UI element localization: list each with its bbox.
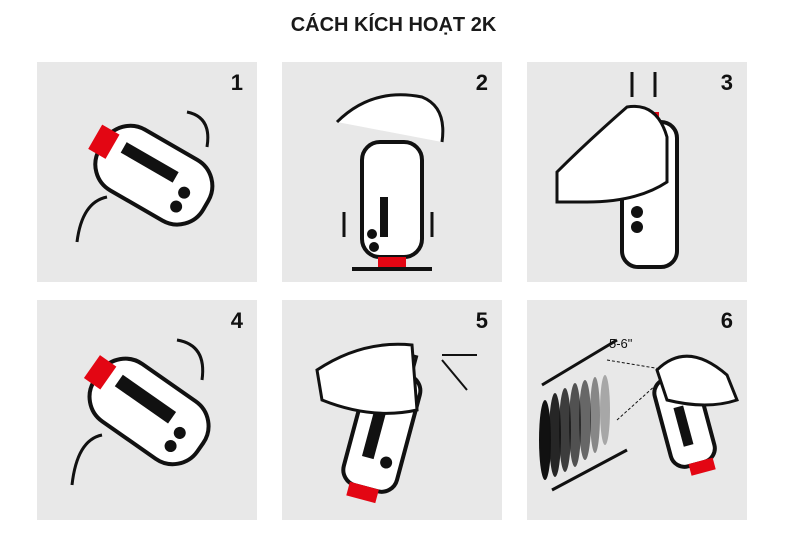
step-2-panel: 2 <box>282 62 502 282</box>
step-5-panel: 5 <box>282 300 502 520</box>
step-number: 6 <box>720 308 733 333</box>
step-6-panel: 5-6" 6 <box>527 300 747 520</box>
spray-icon <box>315 342 477 504</box>
step-1-panel: 1 <box>37 62 257 282</box>
shake-can-icon <box>75 110 215 243</box>
step-number: 4 <box>230 308 243 333</box>
step-number: 3 <box>720 70 733 95</box>
distance-label: 5-6" <box>609 336 633 351</box>
spray-distance-icon <box>539 338 739 492</box>
step-number: 2 <box>475 70 488 95</box>
shake-can-icon <box>70 338 211 486</box>
step-3-panel: 3 <box>527 62 747 282</box>
press-cap-icon <box>555 72 679 269</box>
press-can-icon <box>335 93 445 271</box>
step-number: 5 <box>475 308 488 333</box>
step-number: 1 <box>230 70 243 95</box>
step-4-panel: 4 <box>37 300 257 520</box>
page-title: CÁCH KÍCH HOẠT 2K <box>290 14 497 36</box>
